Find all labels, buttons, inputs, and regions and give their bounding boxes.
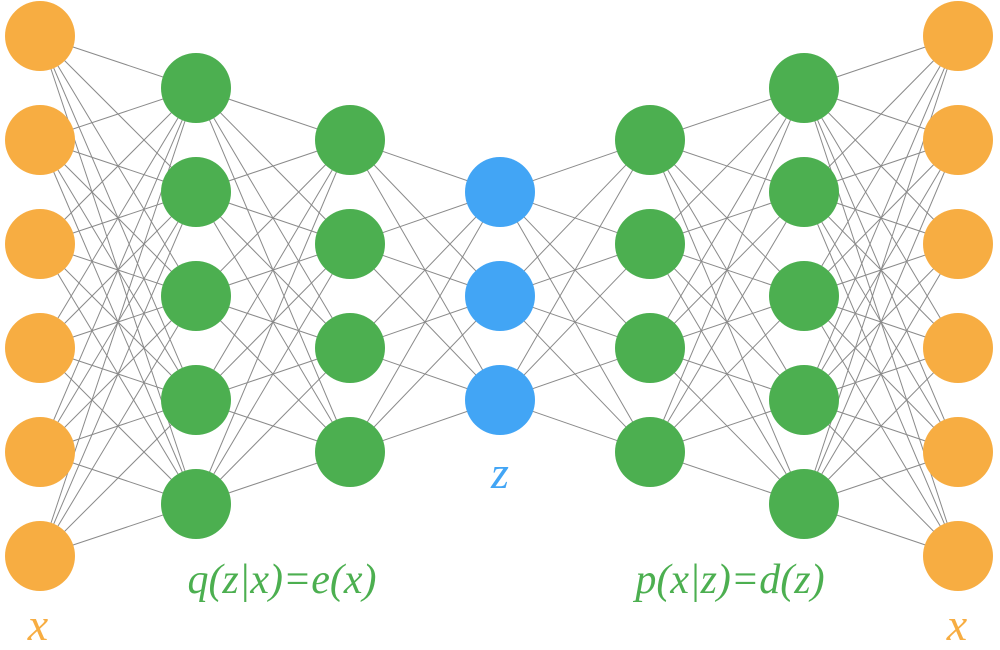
hidden-node-layer1-2: [161, 261, 231, 331]
hidden-node-layer4-2: [615, 313, 685, 383]
connection-l4-3-1: [649, 191, 805, 453]
connection-l5-2-0: [803, 35, 959, 297]
input-node-layer0-0: [5, 1, 75, 71]
connection-l0-5-1: [39, 191, 197, 557]
connection-l2-2-0: [349, 191, 501, 349]
input-node-layer0-5: [5, 521, 75, 591]
connection-l3-2-0: [499, 139, 651, 401]
connection-l5-4-0: [803, 35, 959, 505]
decoder-label: p(x|z)=d(z): [632, 557, 824, 603]
connection-l3-1-0: [499, 139, 651, 297]
hidden-node-layer5-2: [769, 261, 839, 331]
connection-l5-4-1: [803, 139, 959, 505]
connection-l2-3-0: [349, 191, 501, 453]
connection-l1-3-0: [195, 139, 351, 401]
connection-l4-3-0: [649, 87, 805, 453]
hidden-node-layer4-1: [615, 209, 685, 279]
hidden-node-layer2-2: [315, 313, 385, 383]
hidden-node-layer1-1: [161, 157, 231, 227]
connection-l5-1-0: [803, 35, 959, 193]
latent-node-layer3-1: [465, 261, 535, 331]
encoder-label: q(z|x)=e(x): [187, 557, 376, 603]
neurons: [5, 1, 993, 591]
input-x-label: x: [27, 599, 49, 650]
connection-l5-3-0: [803, 35, 959, 401]
connection-l4-1-0: [649, 87, 805, 245]
connection-l0-2-0: [39, 87, 197, 245]
input-node-layer0-4: [5, 417, 75, 487]
connection-l1-4-2: [195, 347, 351, 505]
connection-l1-2-0: [195, 139, 351, 297]
output-node-layer6-4: [923, 417, 993, 487]
connection-l4-2-0: [649, 87, 805, 349]
output-node-layer6-2: [923, 209, 993, 279]
connection-l0-5-2: [39, 295, 197, 557]
hidden-node-layer5-3: [769, 365, 839, 435]
output-node-layer6-3: [923, 313, 993, 383]
output-node-layer6-1: [923, 105, 993, 175]
connection-l5-4-3: [803, 347, 959, 505]
hidden-node-layer5-4: [769, 469, 839, 539]
hidden-node-layer2-3: [315, 417, 385, 487]
input-node-layer0-1: [5, 105, 75, 175]
connection-l2-3-1: [349, 295, 501, 453]
latent-z-label: z: [490, 447, 509, 498]
latent-node-layer3-0: [465, 157, 535, 227]
connection-l0-5-0: [39, 87, 197, 557]
hidden-node-layer2-0: [315, 105, 385, 175]
hidden-node-layer4-3: [615, 417, 685, 487]
latent-node-layer3-2: [465, 365, 535, 435]
hidden-node-layer1-4: [161, 469, 231, 539]
input-node-layer0-3: [5, 313, 75, 383]
hidden-node-layer1-3: [161, 365, 231, 435]
output-node-layer6-0: [923, 1, 993, 71]
hidden-node-layer5-1: [769, 157, 839, 227]
connection-l1-4-0: [195, 139, 351, 505]
connection-l0-5-3: [39, 399, 197, 557]
connection-l1-4-1: [195, 243, 351, 505]
connection-l3-2-1: [499, 243, 651, 401]
connection-l5-4-2: [803, 243, 959, 505]
hidden-node-layer2-1: [315, 209, 385, 279]
connection-l4-3-2: [649, 295, 805, 453]
connection-l0-3-0: [39, 87, 197, 349]
hidden-node-layer4-0: [615, 105, 685, 175]
hidden-node-layer5-0: [769, 53, 839, 123]
input-node-layer0-2: [5, 209, 75, 279]
output-x-label: x: [946, 599, 968, 650]
hidden-node-layer1-0: [161, 53, 231, 123]
connection-l0-4-0: [39, 87, 197, 453]
output-node-layer6-5: [923, 521, 993, 591]
